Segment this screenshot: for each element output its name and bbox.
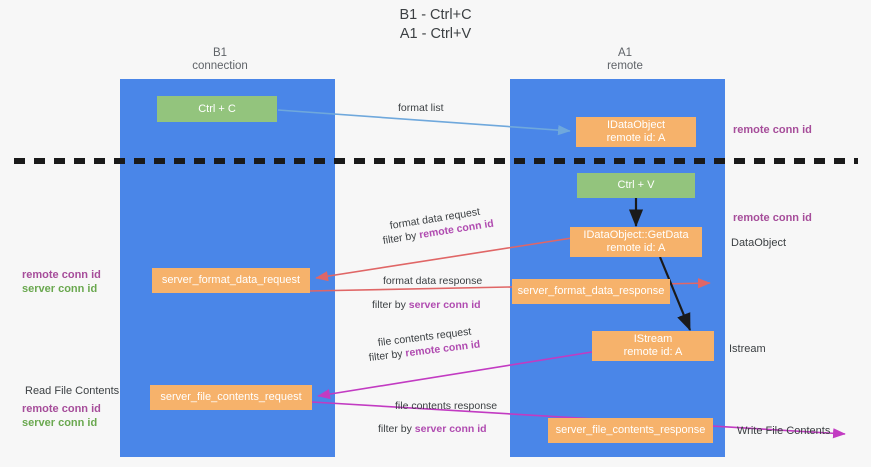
box-ctrl-v[interactable]: Ctrl + V xyxy=(577,173,695,198)
flow-label-file-contents-response-filter: filter by server conn id xyxy=(378,422,487,437)
flow-label-format-data-response: format data response xyxy=(383,275,483,287)
column-heading-a1: A1 remote xyxy=(607,47,643,72)
box-server-file-contents-response[interactable]: server_file_contents_response xyxy=(548,418,713,443)
page-title: B1 - Ctrl+C A1 - Ctrl+V xyxy=(399,7,472,42)
box-idataobject-getdata[interactable]: IDataObject::GetData remote id: A xyxy=(570,227,702,257)
filter-prefix: filter by xyxy=(368,347,407,364)
filter-value-server-conn-id: server conn id xyxy=(414,423,487,435)
filter-prefix: filter by xyxy=(372,299,409,311)
side-label-left-server-conn-id-mid: server conn id xyxy=(22,283,98,295)
box-server-format-data-request[interactable]: server_format_data_request xyxy=(152,268,310,293)
side-label-left-remote-conn-id-mid: remote conn id xyxy=(22,269,101,281)
filter-prefix: filter by xyxy=(381,229,421,247)
box-server-format-data-response[interactable]: server_format_data_response xyxy=(512,279,670,304)
box-idataobject[interactable]: IDataObject remote id: A xyxy=(576,117,696,147)
filter-value-server-conn-id: server conn id xyxy=(408,299,481,311)
side-label-remote-conn-id-mid: remote conn id xyxy=(733,212,812,224)
box-istream[interactable]: IStream remote id: A xyxy=(592,331,714,361)
side-label-read-file-contents: Read File Contents xyxy=(25,385,120,397)
side-label-write-file-contents: Write File Contents xyxy=(737,425,831,437)
filter-prefix: filter by xyxy=(378,423,415,435)
flow-label-file-contents-response: file contents response xyxy=(395,400,498,412)
side-label-dataobject: DataObject xyxy=(731,237,787,249)
box-ctrl-c[interactable]: Ctrl + C xyxy=(157,96,277,122)
flow-label-format-list: format list xyxy=(398,102,444,114)
column-heading-b1: B1 connection xyxy=(192,47,248,72)
flow-label-format-data-response-filter: filter by server conn id xyxy=(372,298,481,313)
side-label-left-server-conn-id-bottom: server conn id xyxy=(22,417,98,429)
side-label-remote-conn-id-top: remote conn id xyxy=(733,124,812,136)
side-label-istream: Istream xyxy=(729,343,766,355)
side-label-left-remote-conn-id-bottom: remote conn id xyxy=(22,403,101,415)
box-server-file-contents-request[interactable]: server_file_contents_request xyxy=(150,385,312,410)
